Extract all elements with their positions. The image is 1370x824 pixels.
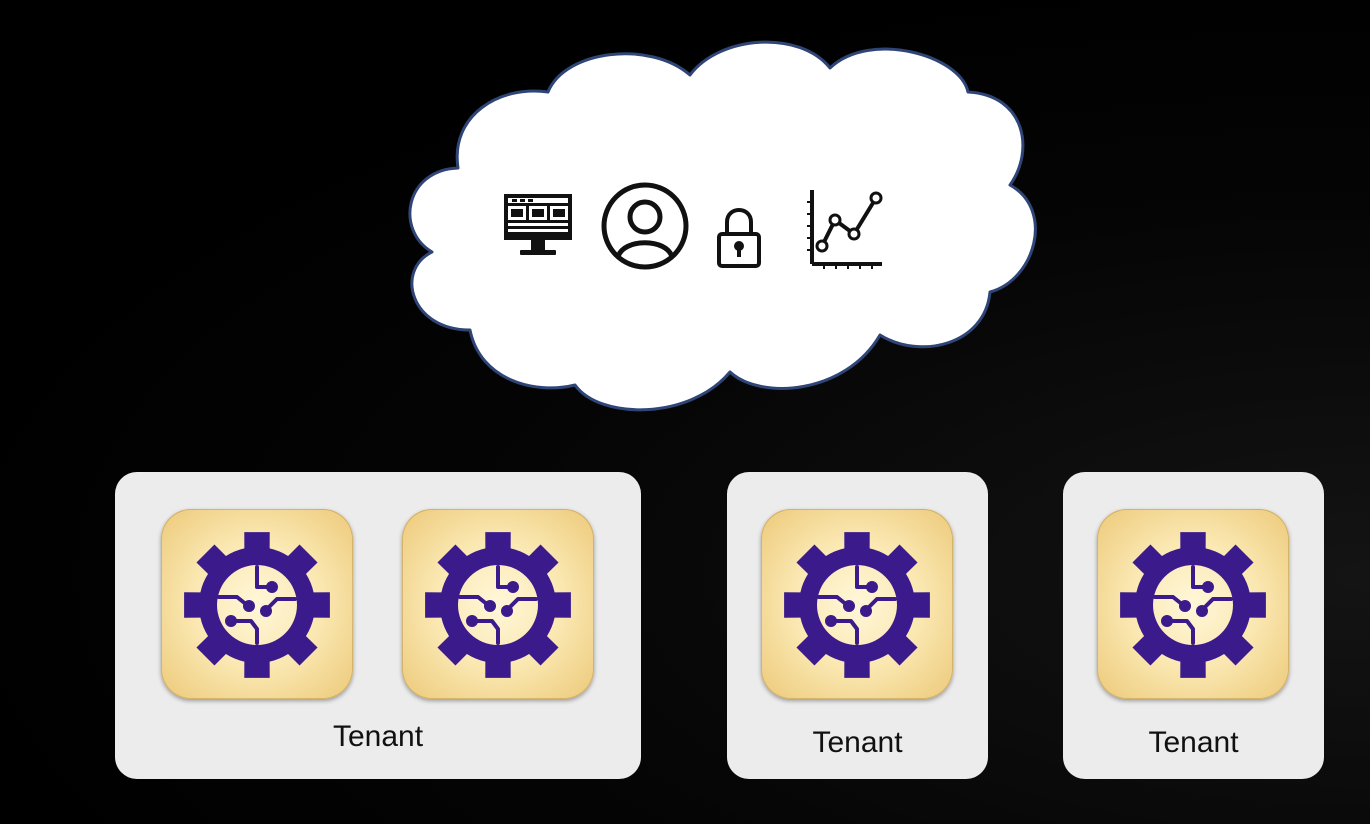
line-chart-icon xyxy=(807,190,883,269)
tenant-label: Tenant xyxy=(812,726,903,759)
user-circle-icon xyxy=(601,182,689,270)
tenant-label: Tenant xyxy=(332,720,424,753)
cloud-shape xyxy=(408,40,1037,412)
gear-circuit-icon xyxy=(784,532,930,678)
app-tile xyxy=(161,509,353,699)
tenant-box-2: Tenant xyxy=(727,472,988,779)
tenant-label: Tenant xyxy=(1148,726,1239,759)
app-tile xyxy=(402,509,594,699)
tenant-box-3: Tenant xyxy=(1063,472,1324,779)
tenant-box-1: Tenant xyxy=(115,472,641,779)
lock-icon xyxy=(717,208,761,268)
gear-circuit-icon xyxy=(425,532,571,678)
gear-circuit-icon xyxy=(1120,532,1266,678)
monitor-dashboard-icon xyxy=(504,194,572,255)
app-tile xyxy=(761,509,953,699)
gear-circuit-icon xyxy=(184,532,330,678)
app-tile xyxy=(1097,509,1289,699)
